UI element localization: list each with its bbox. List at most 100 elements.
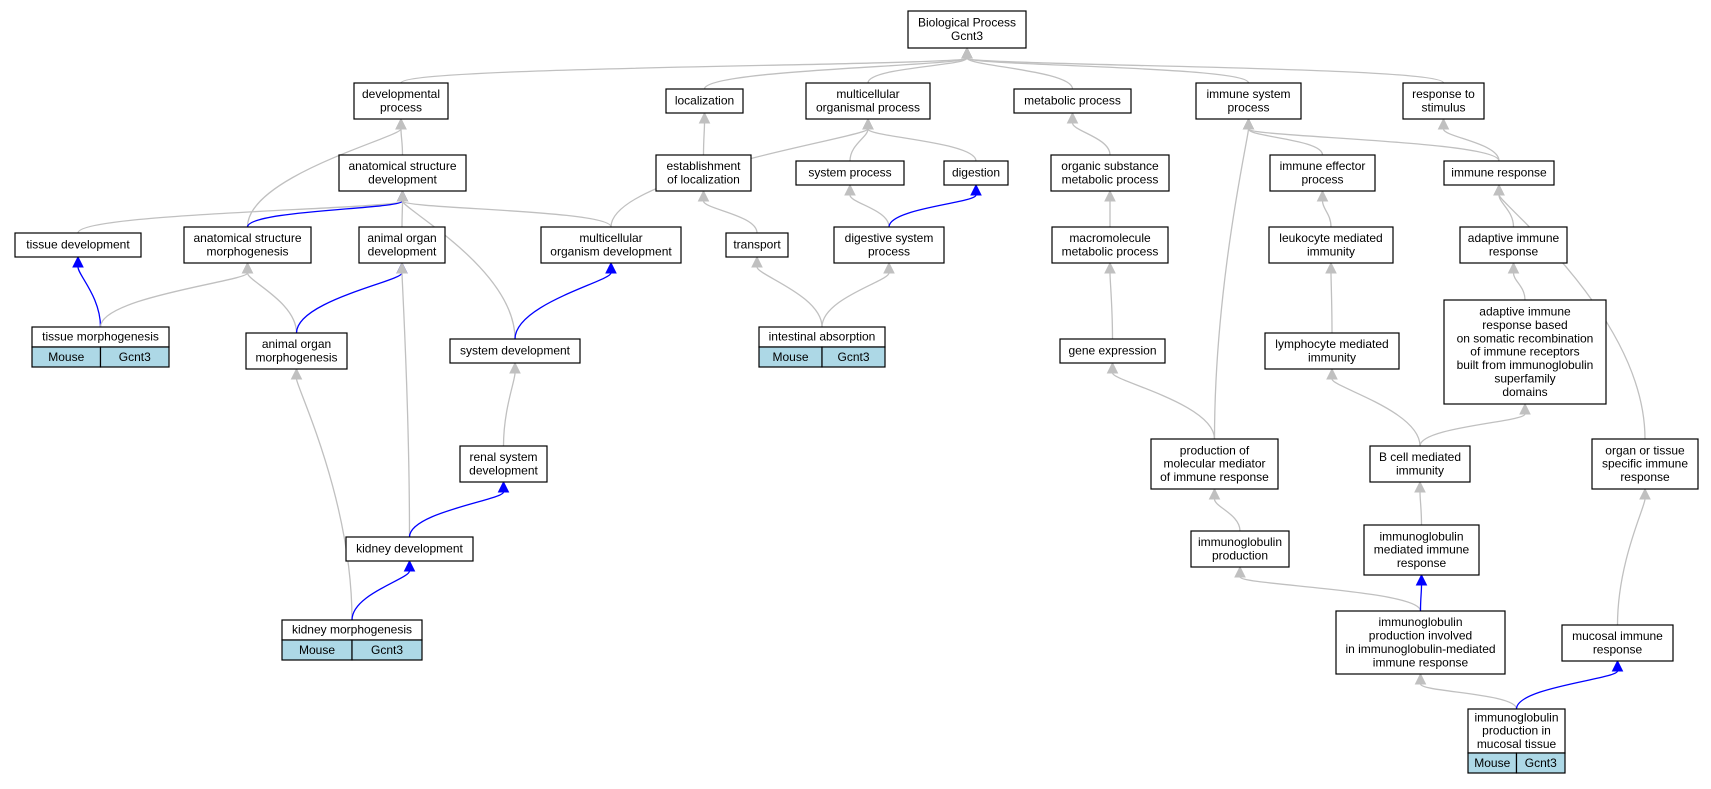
edge-asm-to-dev <box>246 117 407 228</box>
term-label-line: immunoglobulin <box>1474 710 1558 724</box>
edge-lmi-to-iep <box>1316 189 1332 228</box>
term-label-line: response <box>1489 244 1539 258</box>
edge-line <box>1239 576 1422 612</box>
edge-arrowhead <box>509 361 521 374</box>
term-label-line: development <box>368 244 437 258</box>
term-box <box>14 232 142 258</box>
term-label-line: production in <box>1482 724 1551 738</box>
edge-sd-to-asd <box>396 189 516 340</box>
term-node-ir[interactable]: immune response <box>1443 160 1555 186</box>
edge-line <box>867 128 977 162</box>
term-node-td[interactable]: tissue development <box>14 232 142 258</box>
edge-line <box>401 200 612 228</box>
term-label-line: animal organ <box>262 337 331 351</box>
edge-line <box>703 57 968 90</box>
edge-line <box>246 128 402 228</box>
edge-line <box>246 200 404 228</box>
edge-arrowhead <box>605 261 617 274</box>
term-label-line: response based <box>1482 318 1567 332</box>
term-label-line: mucosal tissue <box>1477 737 1557 751</box>
term-label-line: process <box>1227 100 1269 114</box>
term-node-dig[interactable]: digestion <box>943 160 1009 186</box>
term-label-line: tissue morphogenesis <box>42 330 159 344</box>
edge-aom-to-asm <box>241 261 298 334</box>
term-node-ia[interactable]: intestinal absorption <box>758 326 886 348</box>
annotation-species-label: Mouse <box>772 350 808 364</box>
term-box <box>1268 226 1394 264</box>
edge-imir-to-bcmi <box>1414 480 1426 526</box>
term-node-sd[interactable]: system development <box>449 338 581 364</box>
term-label-line: lymphocyte mediated <box>1275 337 1388 351</box>
edge-line <box>1419 413 1526 447</box>
edge-line <box>99 272 249 328</box>
term-label-line: in immunoglobulin-mediated <box>1345 642 1495 656</box>
term-label-line: on somatic recombination <box>1457 331 1594 345</box>
edge-pmm-to-isp <box>1213 117 1255 440</box>
term-node-kd[interactable]: kidney development <box>345 536 474 562</box>
term-node-tm[interactable]: tissue morphogenesis <box>31 326 170 348</box>
edge-arrowhead <box>1326 367 1338 380</box>
edge-mmp-to-osmp <box>1104 189 1116 227</box>
edge-line <box>1071 122 1111 156</box>
term-node-km[interactable]: kidney morphogenesis <box>281 619 423 641</box>
edge-arrowhead <box>1519 402 1531 415</box>
term-node-met[interactable]: metabolic process <box>1013 88 1132 114</box>
term-box <box>245 332 348 370</box>
term-node-tra[interactable]: transport <box>725 232 789 258</box>
term-node-ge[interactable]: gene expression <box>1059 338 1166 364</box>
term-label-line: specific immune <box>1602 457 1688 471</box>
term-label-line: multicellular <box>579 231 642 245</box>
edge-line <box>1419 491 1423 526</box>
edge-line <box>295 378 353 621</box>
edge-line <box>849 194 890 228</box>
term-node-sysp[interactable]: system process <box>795 160 905 186</box>
term-node-loc[interactable]: localization <box>665 88 744 114</box>
term-box <box>1150 438 1279 490</box>
edge-arrowhead <box>1493 183 1505 196</box>
edge-line <box>400 57 968 84</box>
term-box <box>1050 154 1170 192</box>
annotation-gene-cell <box>1515 752 1566 774</box>
term-box <box>805 82 931 120</box>
term-label-line: organismal process <box>816 100 920 114</box>
edge-bcmi-to-lymi <box>1326 367 1421 447</box>
edge-arrowhead <box>1208 487 1221 500</box>
edge-line <box>1109 272 1114 340</box>
edge-line <box>702 122 706 156</box>
edge-line <box>821 272 890 328</box>
term-label-line: macromolecule <box>1069 231 1151 245</box>
edge-line <box>400 128 404 156</box>
edge-line <box>1247 128 1324 156</box>
